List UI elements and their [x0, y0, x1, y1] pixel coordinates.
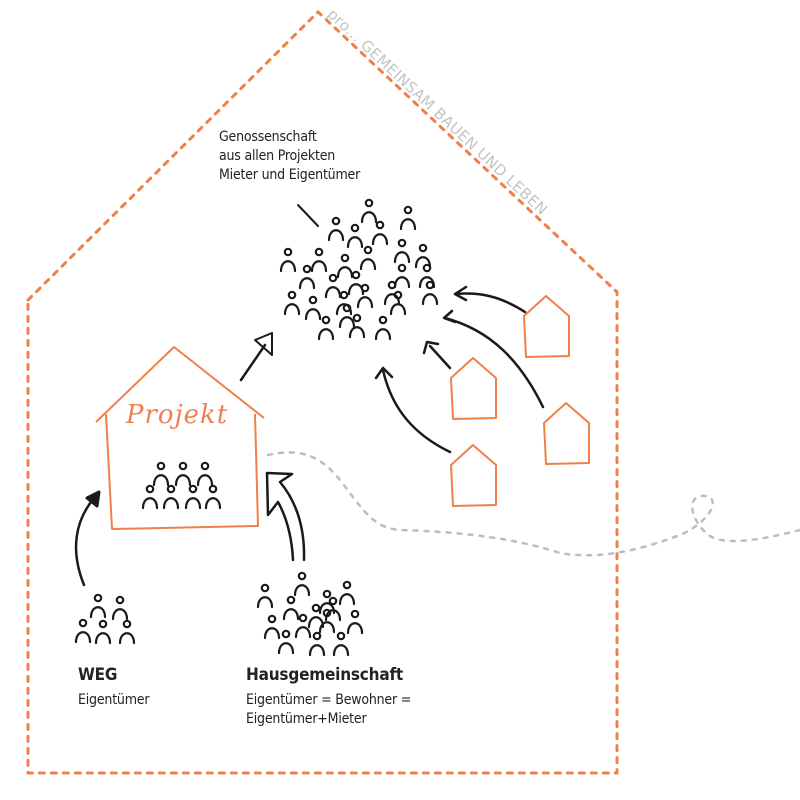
person-icon	[184, 484, 202, 510]
projekt-label: Projekt	[126, 400, 229, 430]
arrow-head-open-triangle	[254, 332, 273, 356]
person-icon	[152, 461, 170, 487]
person-icon	[89, 593, 107, 619]
arrow-head-filled	[85, 490, 101, 508]
arrow-hausgemeinschaft-to-projekt	[265, 471, 306, 562]
person-icon	[283, 290, 301, 316]
person-icon	[335, 290, 353, 316]
person-icon	[174, 461, 192, 487]
person-icon	[162, 484, 180, 510]
person-icon	[327, 216, 345, 242]
people-groups	[74, 198, 439, 657]
person-icon	[360, 198, 378, 224]
person-icon	[336, 253, 354, 279]
person-icon	[304, 295, 322, 321]
hausgemeinschaft-label: Hausgemeinschaft Eigentümer = Bewohner =…	[246, 665, 411, 729]
person-icon	[318, 608, 336, 634]
person-icon	[359, 245, 377, 271]
small-house-2	[450, 357, 497, 420]
label-pointer-line	[297, 204, 319, 227]
small-house-3	[543, 402, 590, 465]
person-icon	[204, 484, 222, 510]
person-icon	[332, 631, 350, 657]
person-icon	[310, 247, 328, 273]
small-house-4	[450, 444, 497, 507]
person-icon	[338, 303, 356, 329]
hausgemeinschaft-title: Hausgemeinschaft	[246, 665, 404, 685]
person-icon	[338, 580, 356, 606]
person-icon	[277, 629, 295, 655]
person-icon	[348, 313, 366, 339]
person-icon	[389, 290, 407, 316]
arrow-weg-to-projekt	[74, 495, 97, 587]
person-icon	[282, 595, 300, 621]
person-icon	[74, 618, 92, 644]
weg-label: WEG Eigentümer	[78, 665, 150, 710]
person-icon	[293, 571, 311, 597]
person-icon	[111, 595, 129, 621]
arrow-house-2	[443, 316, 545, 409]
person-icon	[294, 613, 312, 639]
person-icon	[263, 614, 281, 640]
person-icon	[279, 247, 297, 273]
arrow-house-1	[453, 292, 527, 314]
small-house-1	[523, 295, 570, 358]
person-icon	[393, 238, 411, 264]
person-icon	[118, 619, 136, 645]
genossenschaft-label: Genossenschaft aus allen Projekten Miete…	[219, 128, 360, 185]
person-icon	[308, 631, 326, 657]
genossenschaft-line-2: aus allen Projekten	[219, 148, 336, 164]
person-icon	[356, 283, 374, 309]
person-icon	[421, 280, 439, 306]
person-icon	[371, 220, 389, 246]
person-icon	[298, 264, 316, 290]
person-icon	[346, 223, 364, 249]
arrows	[74, 204, 545, 587]
person-icon	[196, 461, 214, 487]
arrow-head	[442, 309, 457, 324]
person-icon	[374, 315, 392, 341]
person-icon	[383, 280, 401, 306]
weg-title: WEG	[78, 665, 118, 685]
person-icon	[324, 273, 342, 299]
person-icon	[317, 315, 335, 341]
person-icon	[393, 263, 411, 289]
arrow-head	[422, 340, 440, 355]
genossenschaft-line-3: Mieter und Eigentümer	[219, 167, 361, 183]
arrow-projekt-to-genossenschaft	[239, 343, 267, 382]
hausgemeinschaft-line-1: Eigentümer = Bewohner =	[246, 692, 412, 708]
genossenschaft-line-1: Genossenschaft	[219, 129, 317, 145]
arrow-house-3	[428, 344, 452, 370]
person-icon	[399, 205, 417, 231]
arrow-head	[453, 285, 468, 302]
person-icon	[414, 243, 432, 269]
small-houses	[450, 295, 590, 507]
arrow-house-4	[381, 368, 452, 454]
person-icon	[346, 609, 364, 635]
person-icon	[256, 583, 274, 609]
hausgemeinschaft-line-2: Eigentümer+Mieter	[246, 711, 367, 727]
weg-subtitle: Eigentümer	[78, 692, 150, 708]
person-icon	[94, 619, 112, 645]
person-icon	[141, 484, 159, 510]
outer-house-outline	[26, 10, 619, 775]
arrow-head	[374, 366, 394, 380]
projekt-house	[95, 346, 265, 530]
dashed-path-line	[266, 451, 800, 557]
